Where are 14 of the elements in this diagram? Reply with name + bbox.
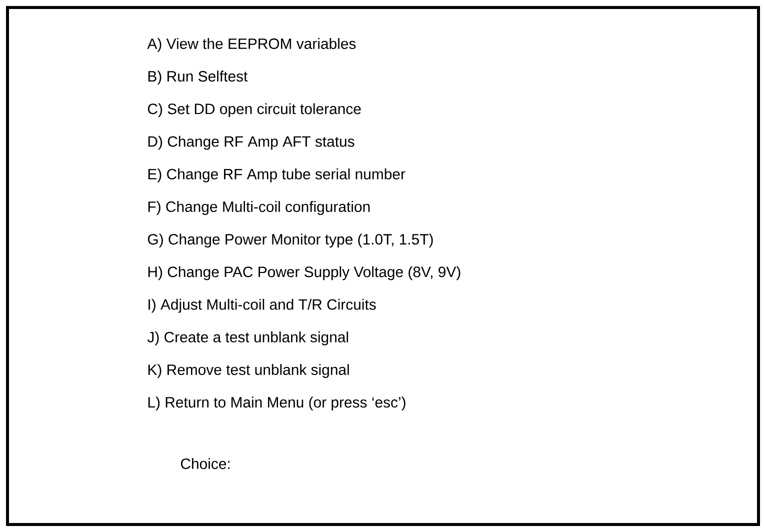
menu-item: E) Change RF Amp tube serial number xyxy=(148,168,406,182)
menu-item: K) Remove test unblank signal xyxy=(148,364,349,378)
menu-box xyxy=(6,6,760,526)
menu-item: G) Change Power Monitor type (1.0T, 1.5T) xyxy=(148,234,433,248)
menu-item: F) Change Multi-coil configuration xyxy=(148,201,370,215)
menu-item: Choice: xyxy=(180,458,230,470)
menu-item: H) Change PAC Power Supply Voltage (8V, 9V) xyxy=(148,266,460,280)
menu-item: I) Adjust Multi-coil and T/R Circuits xyxy=(148,298,376,313)
menu-item: J) Create a test unblank signal xyxy=(147,331,348,346)
menu-item: C) Set DD open circuit tolerance xyxy=(148,103,361,118)
menu-item: B) Run Selftest xyxy=(148,70,248,85)
menu-item: D) Change RF Amp AFT status xyxy=(148,136,354,150)
menu-item: L) Return to Main Menu (or press ‘esc’) xyxy=(148,396,406,411)
menu-item: A) View the EEPROM variables xyxy=(147,38,356,52)
